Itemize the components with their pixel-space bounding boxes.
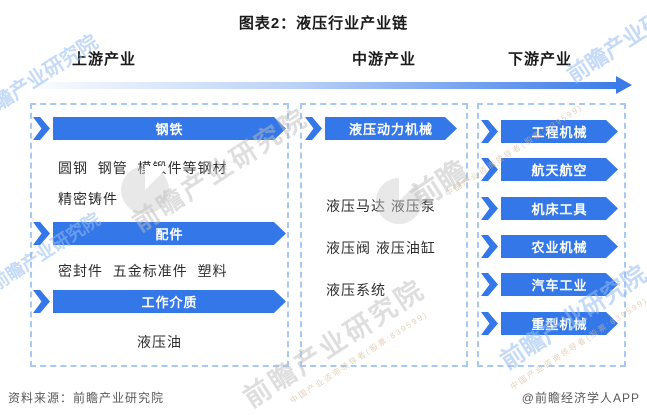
figure-title: 图表2：液压行业产业链 bbox=[238, 15, 409, 32]
banner-label: 重型机械 bbox=[531, 317, 588, 332]
banner-automotive: 汽车工业 bbox=[481, 273, 618, 296]
chevron-right-icon bbox=[481, 120, 498, 143]
banner-label: 农业机械 bbox=[531, 240, 588, 255]
upstream-box: 钢铁 圆钢 钢管 模锻件等钢材 精密铸件 配件 密封件 五金标准件 塑料 工作介… bbox=[30, 103, 289, 367]
chevron-right-icon bbox=[33, 290, 50, 313]
stage-header-upstream: 上游产业 bbox=[72, 51, 137, 68]
banner-label: 汽车工业 bbox=[531, 278, 588, 293]
banner-engineering-machinery: 工程机械 bbox=[481, 120, 618, 143]
arrow-head-icon bbox=[616, 76, 632, 94]
banner-label: 工作介质 bbox=[141, 295, 198, 310]
banner-label: 配件 bbox=[155, 227, 184, 242]
flow-direction-arrow-icon bbox=[30, 76, 632, 94]
midstream-line2: 液压阀 液压油缸 bbox=[326, 240, 436, 256]
banner-steel: 钢铁 bbox=[33, 117, 286, 140]
banner-label: 航天航空 bbox=[531, 163, 588, 178]
midstream-line3: 液压系统 bbox=[326, 282, 386, 298]
downstream-box: 工程机械 航天航空 机床工具 农业机械 汽车工业 重型机械 bbox=[477, 103, 626, 367]
chevron-right-icon bbox=[481, 273, 498, 296]
chevron-right-icon bbox=[481, 197, 498, 220]
chevron-right-icon bbox=[33, 117, 50, 140]
midstream-line1: 液压马达 液压泵 bbox=[326, 198, 436, 214]
midstream-box: 液压动力机械 液压马达 液压泵 液压阀 液压油缸 液压系统 bbox=[300, 103, 468, 367]
accessories-items: 密封件 五金标准件 塑料 bbox=[58, 263, 228, 279]
banner-aerospace: 航天航空 bbox=[481, 158, 618, 181]
stage-header-downstream: 下游产业 bbox=[508, 51, 573, 68]
app-credit: @前瞻经济学人APP bbox=[521, 391, 640, 405]
banner-accessories: 配件 bbox=[33, 222, 286, 245]
chevron-right-icon bbox=[481, 312, 498, 335]
banner-label: 工程机械 bbox=[531, 125, 588, 140]
banner-agricultural-machinery: 农业机械 bbox=[481, 235, 618, 258]
chevron-right-icon bbox=[305, 117, 322, 140]
arrow-shaft bbox=[30, 82, 620, 89]
banner-label: 机床工具 bbox=[531, 202, 588, 217]
banner-label: 液压动力机械 bbox=[348, 122, 433, 137]
banner-hydraulic-machinery: 液压动力机械 bbox=[305, 117, 457, 140]
banner-working-medium: 工作介质 bbox=[33, 290, 286, 313]
stage-header-midstream: 中游产业 bbox=[352, 51, 417, 68]
working-medium-items: 液压油 bbox=[137, 334, 182, 350]
steel-items-line2: 精密铸件 bbox=[58, 191, 118, 207]
banner-heavy-machinery: 重型机械 bbox=[481, 312, 618, 335]
banner-label: 钢铁 bbox=[155, 122, 184, 137]
chevron-right-icon bbox=[481, 235, 498, 258]
steel-items-line1: 圆钢 钢管 模锻件等钢材 bbox=[58, 160, 228, 176]
chevron-right-icon bbox=[481, 158, 498, 181]
banner-machine-tools: 机床工具 bbox=[481, 197, 618, 220]
chevron-right-icon bbox=[33, 222, 50, 245]
source-note: 资料来源：前瞻产业研究院 bbox=[8, 391, 165, 405]
